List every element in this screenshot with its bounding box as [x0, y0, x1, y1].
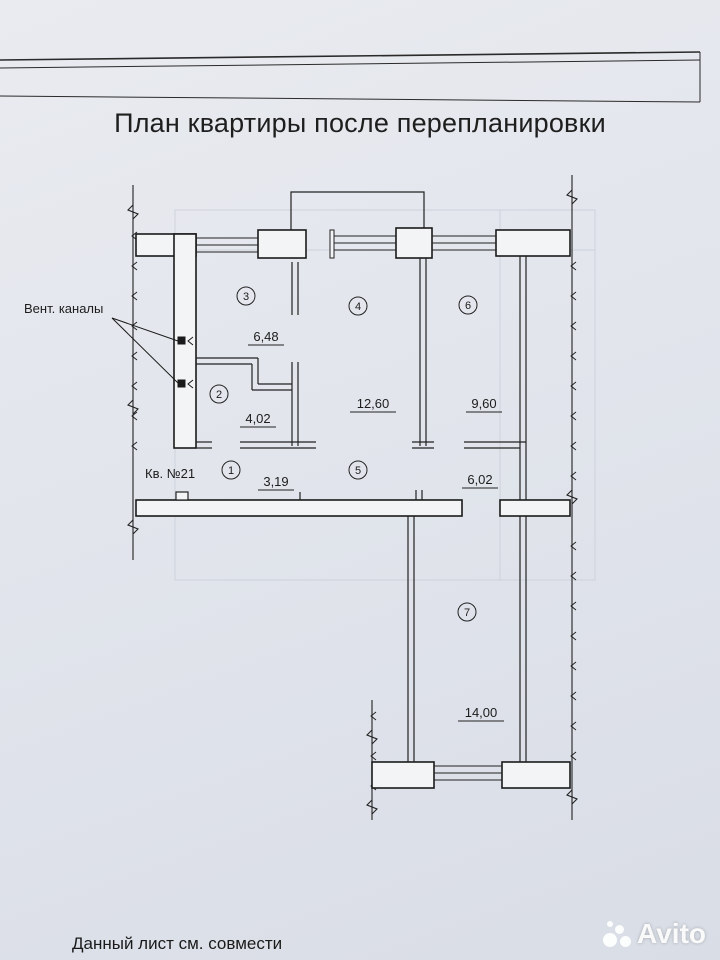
room-circle-7 — [457, 602, 477, 622]
room-number-1: 1 — [228, 465, 234, 477]
room-circle-1 — [221, 460, 241, 480]
room-number-4: 4 — [355, 301, 361, 313]
room-area-5: 6,02 — [467, 472, 492, 487]
bottom-note: Данный лист см. совмести — [72, 934, 283, 953]
room-circle-6 — [458, 295, 478, 315]
room-number-6: 6 — [465, 300, 471, 312]
room-circle-2 — [209, 384, 229, 404]
room-areas: 3,19 4,02 6,48 12,60 6,02 9,60 14,00 — [245, 329, 497, 720]
room-area-6: 9,60 — [471, 396, 496, 411]
sheet-frame — [0, 51, 701, 103]
walls — [135, 227, 571, 789]
room-area-1: 3,19 — [263, 474, 288, 489]
windows — [196, 229, 502, 781]
room-markers — [209, 286, 478, 622]
room-circle-4 — [348, 296, 368, 316]
avito-logo-icon — [601, 919, 632, 949]
room-numbers: 1 2 3 4 5 6 7 — [216, 291, 471, 619]
room-number-5: 5 — [355, 465, 361, 477]
apartment-label: Кв. №21 — [145, 466, 195, 481]
page-title: План квартиры после перепланировки — [114, 108, 606, 138]
room-area-3: 6,48 — [253, 329, 278, 344]
room-number-3: 3 — [243, 291, 249, 303]
room-circle-3 — [236, 286, 256, 306]
room-circle-5 — [348, 460, 368, 480]
partitions — [175, 256, 527, 762]
room-number-2: 2 — [216, 389, 222, 401]
tick-marks — [131, 231, 577, 791]
bay-outline — [290, 191, 425, 232]
room-number-7: 7 — [464, 607, 470, 619]
vent-channels — [111, 317, 194, 389]
show-through-shadow — [174, 209, 596, 581]
room-area-2: 4,02 — [245, 411, 270, 426]
avito-watermark: Avito — [601, 914, 706, 954]
avito-watermark-text: Avito — [637, 918, 706, 949]
area-underlines — [240, 344, 504, 722]
room-area-4: 12,60 — [357, 396, 390, 411]
vent-channels-label: Вент. каналы — [24, 301, 103, 316]
break-lines — [127, 175, 578, 820]
room-area-7: 14,00 — [465, 705, 498, 720]
